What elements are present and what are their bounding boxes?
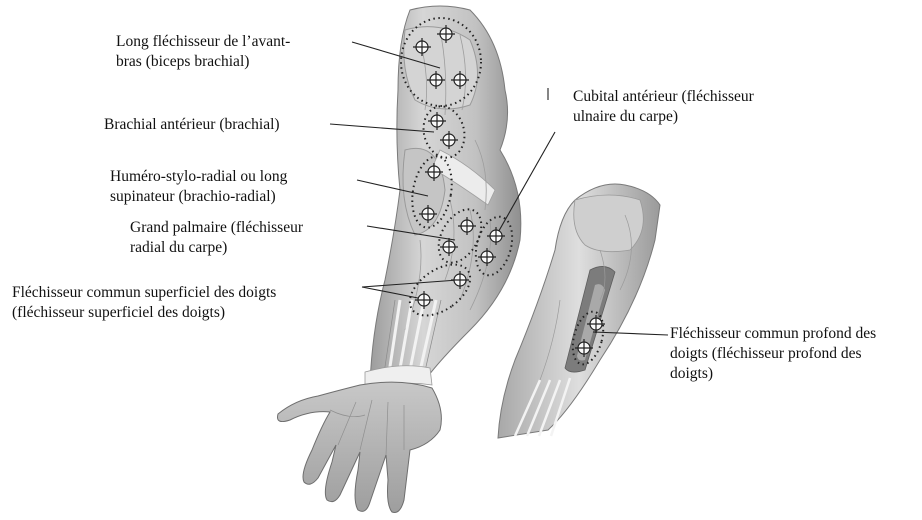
label-brachioradial: Huméro-stylo-radial ou long supinateur (… <box>110 167 287 207</box>
label-profond: Fléchisseur commun profond des doigts (f… <box>670 324 876 384</box>
hand <box>278 382 442 512</box>
label-biceps: Long fléchisseur de l’avant- bras (bicep… <box>116 32 290 72</box>
label-cubital-line-2: ulnaire du carpe) <box>573 107 754 127</box>
label-superficiel: Fléchisseur commun superficiel des doigt… <box>12 283 276 323</box>
label-palmaire-line-2: radial du carpe) <box>130 238 303 258</box>
deep-forearm <box>498 184 660 438</box>
label-brachial: Brachial antérieur (brachial) <box>104 115 280 135</box>
label-profond-line-1: Fléchisseur commun profond des <box>670 324 876 344</box>
label-cubital: Cubital antérieur (fléchisseur ulnaire d… <box>573 87 754 127</box>
label-brachioradial-line-1: Huméro-stylo-radial ou long <box>110 167 287 187</box>
label-superficiel-line-1: Fléchisseur commun superficiel des doigt… <box>12 283 276 303</box>
label-palmaire-line-1: Grand palmaire (fléchisseur <box>130 218 303 238</box>
label-brachioradial-line-2: supinateur (brachio-radial) <box>110 187 287 207</box>
label-palmaire: Grand palmaire (fléchisseur radial du ca… <box>130 218 303 258</box>
label-profond-line-3: doigts) <box>670 364 876 384</box>
label-superficiel-line-2: (fléchisseur superficiel des doigts) <box>12 303 276 323</box>
main-arm <box>365 6 521 390</box>
label-biceps-line-1: Long fléchisseur de l’avant- <box>116 32 290 52</box>
label-brachial-line-1: Brachial antérieur (brachial) <box>104 115 280 135</box>
label-cubital-line-1: Cubital antérieur (fléchisseur <box>573 87 754 107</box>
label-biceps-line-2: bras (biceps brachial) <box>116 52 290 72</box>
label-profond-line-2: doigts (fléchisseur profond des <box>670 344 876 364</box>
